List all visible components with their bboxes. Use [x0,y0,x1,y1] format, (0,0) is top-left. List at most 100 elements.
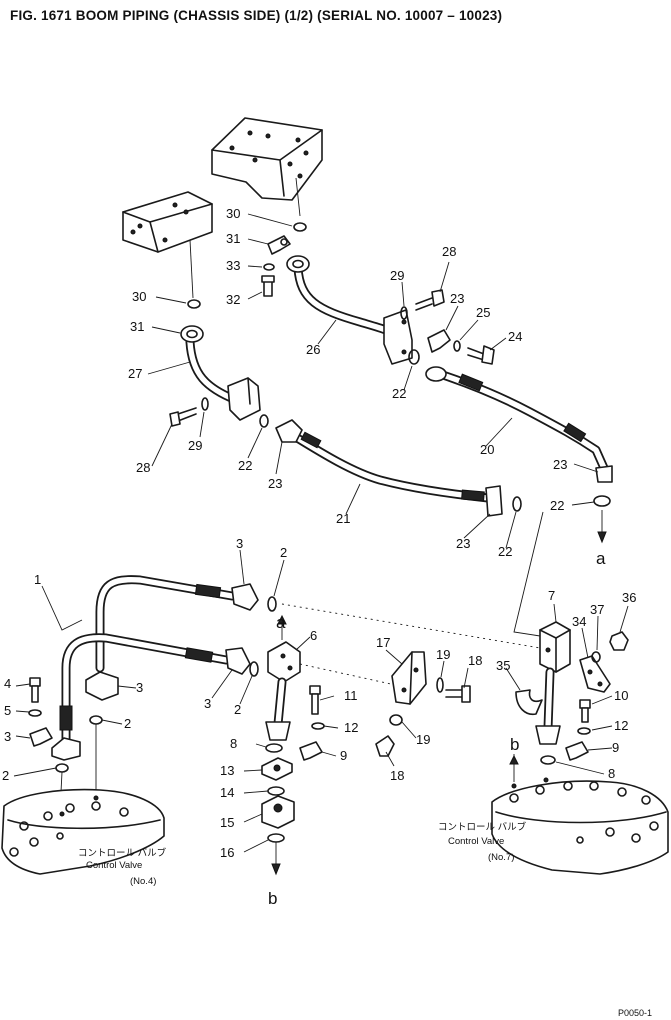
svg-text:Control Valve: Control Valve [86,860,142,871]
clamp-9-right [565,741,589,761]
callout-30-lower: 30 [132,289,146,304]
svg-text:Control Valve: Control Valve [448,836,504,847]
pipe-27 [180,325,261,421]
bolt-28-left [169,407,197,427]
svg-text:(No.4): (No.4) [130,876,156,887]
callout-34: 34 [572,614,586,629]
bracket-17 [391,651,427,705]
callout-2-upper: 2 [280,545,287,560]
callout-15: 15 [220,815,234,830]
callout-2-right: 2 [124,716,131,731]
callout-5: 5 [4,703,11,718]
nut-19-lower [389,714,403,726]
callout-29-upper: 29 [390,268,404,283]
oring-22-b [259,414,269,428]
callout-36: 36 [622,590,636,605]
washer-25 [453,340,461,352]
washer-37 [591,651,601,663]
oring-2-a [267,596,277,612]
pipe-26 [286,255,413,365]
oring-2-c [89,715,103,725]
bolt-24 [467,345,495,365]
callout-22-a: 22 [392,386,406,401]
callout-2-mid: 2 [234,702,241,717]
callout-35: 35 [496,658,510,673]
washer-19-right [436,677,444,693]
callout-3-mid: 3 [136,680,143,695]
callout-30-upper: 30 [226,206,240,221]
callout-31-lower: 31 [130,319,144,334]
bolt-32 [261,275,275,297]
ref-a-right: a [596,549,606,568]
callout-6: 6 [310,628,317,643]
valve-no4-caption: コントロール バルブ Control Valve (No.4) [78,847,167,887]
bolt-18-right [445,685,471,703]
svg-text:コントロール バルブ: コントロール バルブ [438,821,527,833]
callout-22-b: 22 [238,458,252,473]
callout-23-right: 23 [553,457,567,472]
washer-29-upper [400,306,408,320]
callout-4: 4 [4,676,11,691]
callout-22-c: 22 [498,544,512,559]
callout-9-right: 9 [612,740,619,755]
callout-2-left: 2 [2,768,9,783]
callout-3-left: 3 [4,729,11,744]
ref-a-center: a [276,613,286,632]
ref-b-right: b [510,735,519,754]
callout-18-lower: 18 [390,768,404,783]
figure-title: FIG. 1671 BOOM PIPING (CHASSIS SIDE) (1/… [10,8,503,23]
callout-11: 11 [344,688,358,703]
block-15 [261,795,295,829]
bolt-18-lower [375,735,395,757]
oring-8-left [265,743,283,753]
callout-24: 24 [508,329,522,344]
oring-30-upper [293,222,307,232]
clamp-23-a [427,329,451,353]
callout-13: 13 [220,763,234,778]
leader-lines [13,213,629,853]
control-valve-no4 [1,788,165,875]
callout-26: 26 [306,342,320,357]
callout-3-upper: 3 [236,536,243,551]
washer-12-left [311,722,325,730]
pipe-20 [425,366,613,483]
callout-12-right: 12 [614,718,628,733]
oring-22-c [512,496,522,512]
oring-8-right [540,755,556,765]
washer-29-left [201,397,209,411]
callout-27: 27 [128,366,142,381]
svg-text:コントロール バルブ: コントロール バルブ [78,847,167,859]
pipe-1-rear [85,575,259,701]
callout-10: 10 [614,688,628,703]
control-valve-no7 [491,777,669,875]
callout-19-lower: 19 [416,732,430,747]
callout-23-left: 23 [268,476,282,491]
callout-12-left: 12 [344,720,358,735]
callout-1: 1 [34,572,41,587]
callout-18-right: 18 [468,653,482,668]
pipe-1-front [51,633,251,761]
callout-9-left: 9 [340,748,347,763]
washer-5 [28,709,42,717]
clamp-31-upper [267,235,291,255]
callout-19-right: 19 [436,647,450,662]
washer-12-right [577,727,591,735]
footer-code: P0050-1 [618,1008,652,1018]
pipe-21 [275,419,503,517]
callout-20: 20 [480,442,494,457]
clamp-35 [515,689,543,716]
bolt-4 [29,677,41,703]
callout-33: 33 [226,258,240,273]
clamp-9-left [299,741,323,761]
callout-23-mid: 23 [456,536,470,551]
oring-30-lower [187,299,201,309]
callout-31-upper: 31 [226,231,240,246]
svg-text:(No.7): (No.7) [488,852,514,863]
callout-37: 37 [590,602,604,617]
callout-8-left: 8 [230,736,237,751]
callout-21: 21 [336,511,350,526]
oring-22-a [408,349,420,365]
callout-29-left: 29 [188,438,202,453]
callout-23-a: 23 [450,291,464,306]
valve-no7-caption: コントロール バルブ Control Valve (No.7) [438,821,527,863]
